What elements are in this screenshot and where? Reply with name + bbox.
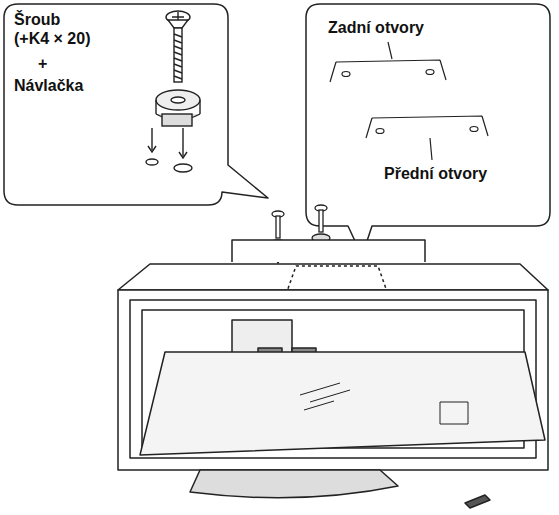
- part-label: +: [38, 54, 68, 73]
- callout-bubble: [4, 4, 268, 205]
- tv-stand: [118, 240, 548, 508]
- hole-diagram: [330, 42, 488, 160]
- part-label: Návlačka: [14, 76, 134, 95]
- part-label: Přední otvory: [384, 164, 544, 183]
- callout-bubble: [306, 4, 550, 256]
- callout-bubble: Zadní otvoryPřední otvory: [306, 4, 550, 226]
- screw-detail: [146, 11, 200, 172]
- part-label: Zadní otvory: [328, 18, 508, 37]
- part-label: Šroub (+K4 × 20): [14, 10, 94, 48]
- callout-bubble: Šroub (+K4 × 20) + Návlačka: [4, 4, 228, 205]
